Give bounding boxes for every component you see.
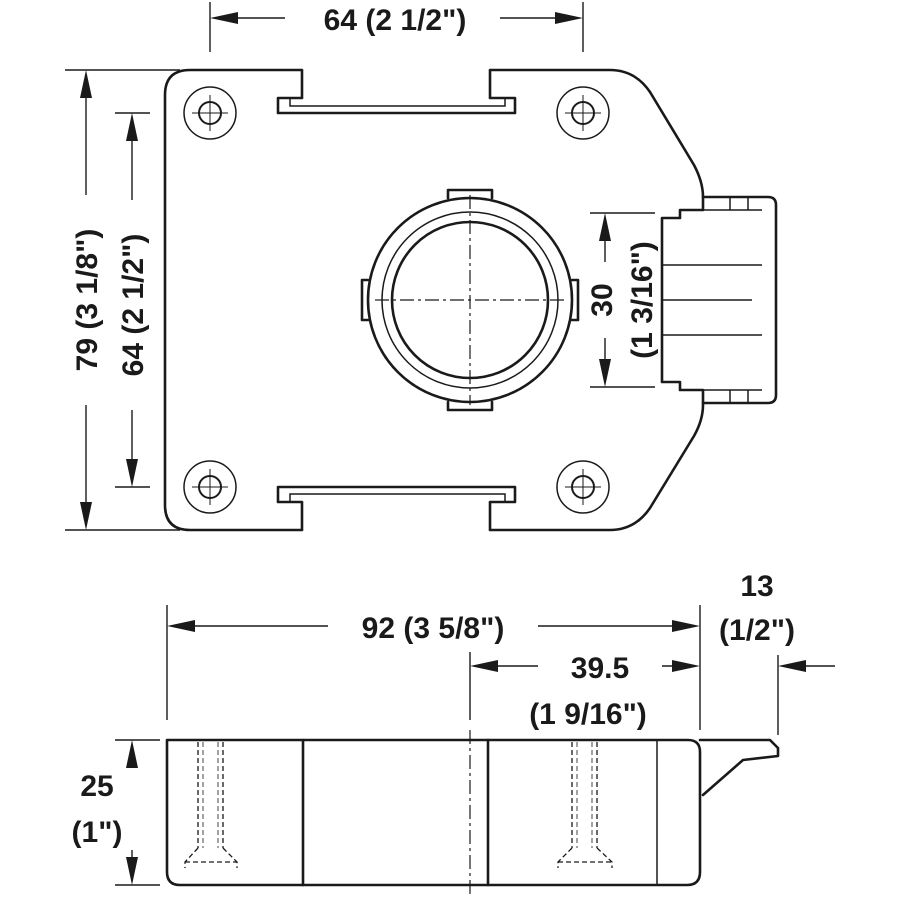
dimension-bolt-height: 30 (1 3/16"): [586, 212, 659, 388]
hidden-screw-left: [184, 742, 238, 868]
side-view: 92 (3 5/8") 39.5 (1 9/16") 13 (1/2"): [72, 570, 835, 895]
lock-plate-outline: [163, 68, 705, 532]
lock-body-side: [165, 738, 702, 887]
latch-bolt: [701, 195, 778, 405]
bolt-height-value-label: 30: [586, 283, 619, 316]
body-depth-inches-label: (1"): [72, 816, 123, 849]
center-offset-inches-label: (1 9/16"): [529, 698, 647, 731]
dimension-outer-height: 79 (3 1/8"): [65, 69, 180, 531]
screw-hole-bottom-left: [183, 460, 237, 514]
dimension-top-width: 64 (2 1/2"): [209, 2, 584, 52]
latch-bolt-side: [698, 738, 780, 797]
body-depth-value-label: 25: [80, 770, 113, 803]
dimension-inner-height: 64 (2 1/2"): [115, 112, 150, 488]
top-width-label: 64 (2 1/2"): [324, 4, 467, 37]
center-offset-value-label: 39.5: [571, 652, 629, 685]
overall-length-label: 92 (3 5/8"): [362, 612, 505, 645]
dimension-center-offset: 39.5 (1 9/16"): [469, 652, 700, 731]
bolt-height-inches-label: (1 3/16"): [626, 241, 659, 359]
bolt-projection-inches-label: (1/2"): [719, 614, 795, 647]
dimension-body-depth: 25 (1"): [72, 739, 160, 886]
screw-hole-top-left: [183, 86, 237, 140]
top-view: 64 (2 1/2") 79 (3 1/8") 64 (2 1/2"): [65, 2, 778, 532]
screw-hole-top-right: [556, 86, 610, 140]
outer-height-label: 79 (3 1/8"): [71, 229, 104, 372]
dimension-overall-length: 92 (3 5/8"): [166, 605, 701, 730]
screw-hole-bottom-right: [556, 460, 610, 514]
hidden-screw-right: [557, 742, 613, 868]
dimension-bolt-projection: 13 (1/2"): [719, 570, 835, 735]
inner-height-label: 64 (2 1/2"): [117, 234, 150, 377]
bolt-projection-value-label: 13: [740, 570, 773, 603]
